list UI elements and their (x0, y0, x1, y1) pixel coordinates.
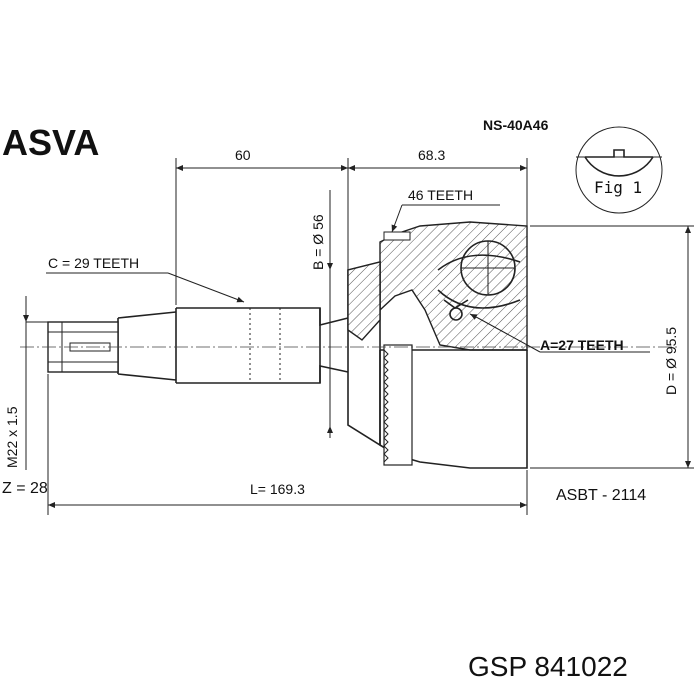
label-thread: M22 x 1.5 (4, 406, 20, 468)
dimension-68-3: 68.3 (418, 147, 445, 163)
footer-code: GSP 841022 (468, 651, 628, 682)
label-z: Z = 28 (2, 480, 48, 497)
ball-cage (437, 240, 521, 321)
abs-ring (383, 344, 413, 466)
label-inner-teeth: A=27 TEETH (540, 337, 624, 353)
label-46-teeth: 46 TEETH (408, 187, 473, 203)
annotations: 46 TEETH B = Ø 56 C = 29 TEETH A=27 TEET… (4, 187, 694, 470)
dimension-60: 60 (235, 147, 251, 163)
figure-label: Fig 1 (594, 178, 642, 197)
label-bore: B = Ø 56 (310, 214, 326, 270)
label-outer-diameter: D = Ø 95.5 (663, 327, 679, 395)
label-shaft-teeth: C = 29 TEETH (48, 255, 139, 271)
shaft (117, 307, 349, 384)
part-number: NS-40A46 (483, 117, 549, 133)
top-dimensions: 60 68.3 (175, 147, 528, 305)
asbt-code: ASBT - 2114 (556, 487, 646, 504)
brand-logo: ASVA (2, 122, 99, 163)
label-length: L= 169.3 (250, 481, 305, 497)
length-dimension: Z = 28 L= 169.3 ASBT - 2114 (2, 374, 646, 515)
outer-housing (347, 221, 528, 469)
figure-detail: Fig 1 (575, 126, 663, 214)
